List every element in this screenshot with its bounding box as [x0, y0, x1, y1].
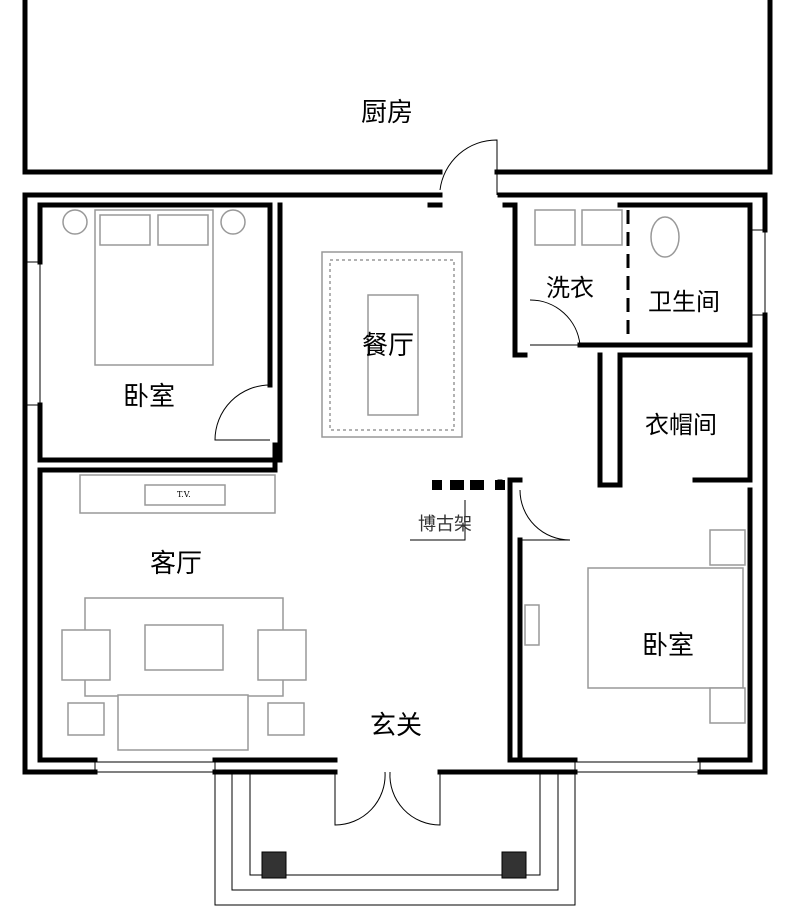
- room-label-bathroom: 卫生间: [648, 288, 720, 316]
- shelf-blocks: [410, 480, 505, 541]
- porch: [214, 772, 576, 906]
- walls: [22, 0, 773, 775]
- room-label-living: 客厅: [150, 549, 203, 579]
- room-label-dining: 餐厅: [362, 331, 415, 361]
- room-label-entrance: 玄关: [370, 711, 423, 741]
- doors: [214, 139, 581, 826]
- room-label-bedroom-right: 卧室: [642, 631, 695, 661]
- furniture: [61, 209, 746, 751]
- room-label-bedroom-left: 卧室: [123, 382, 176, 412]
- tv-label: T.V.: [177, 490, 191, 499]
- room-label-kitchen: 厨房: [361, 98, 414, 128]
- room-label-laundry: 洗衣: [546, 274, 594, 302]
- windows: [24, 229, 766, 773]
- room-label-closet: 衣帽间: [645, 411, 717, 439]
- label-shelf: 博古架: [418, 514, 472, 535]
